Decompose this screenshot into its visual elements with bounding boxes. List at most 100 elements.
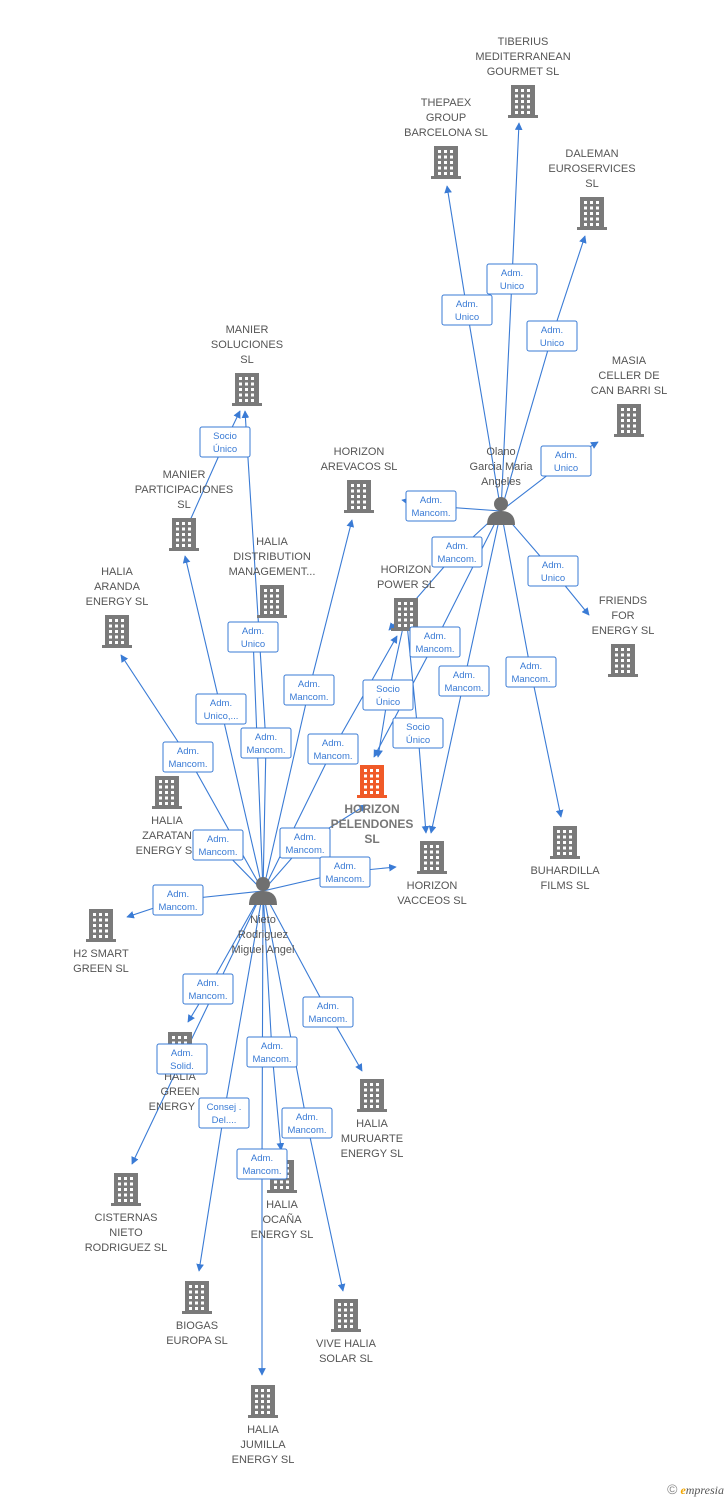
node-label-line: ENERGY SL [251, 1229, 314, 1241]
node-label-line: HALIA [256, 536, 288, 548]
edge-label[interactable]: Adm.Mancom. [283, 674, 335, 706]
edge-label-text: Mancom. [287, 1125, 326, 1136]
edge-label[interactable]: Adm.Unico [227, 621, 279, 653]
company-node-aranda[interactable]: HALIA ARANDA ENERGY SL [86, 566, 149, 648]
edge-label[interactable]: Adm.Mancom. [505, 656, 557, 688]
node-label-line: Garcia Maria [470, 461, 534, 473]
node-label-line: CAN BARRI SL [591, 385, 667, 397]
edge-label-text: Mancom. [198, 847, 237, 858]
edge-label[interactable]: Adm.Mancom. [246, 1036, 298, 1068]
edge-label-text: Adm. [207, 834, 229, 845]
edge-label[interactable]: Adm.Mancom. [302, 996, 354, 1028]
edge-label-text: Mancom. [188, 991, 227, 1002]
edge-label-text: Adm. [210, 698, 232, 709]
node-label-line: Angeles [481, 476, 521, 488]
building-icon [608, 644, 638, 677]
node-label-line: AREVACOS SL [321, 461, 398, 473]
company-node-vive[interactable]: VIVE HALIA SOLAR SL [316, 1299, 377, 1365]
edge-label[interactable]: Adm.Unico [486, 263, 538, 295]
edge-label[interactable]: Adm.Mancom. [236, 1148, 288, 1180]
edge-label[interactable]: Adm.Mancom. [240, 727, 292, 759]
node-label-line: ZARATAN [142, 830, 192, 842]
edge-label-box [198, 1097, 250, 1129]
edge-label-box [246, 1036, 298, 1068]
building-icon [357, 765, 387, 798]
edge-label[interactable]: Adm.Mancom. [182, 973, 234, 1005]
node-label-line: VIVE HALIA [316, 1338, 377, 1350]
edge-label[interactable]: Adm. Mancom. [192, 829, 244, 861]
edge-label-text: Mancom. [242, 1166, 281, 1177]
node-label-line: ENERGY SL [592, 625, 655, 637]
edge-label[interactable]: Adm.Mancom. [152, 884, 204, 916]
edge-label-box [409, 626, 461, 658]
edge-label[interactable]: Adm.Mancom. [409, 626, 461, 658]
edge-label-text: Adm. [167, 889, 189, 900]
edge-label[interactable]: Adm.Mancom. [162, 741, 214, 773]
edge-label[interactable]: Consej .Del.... [198, 1097, 250, 1129]
edge-label[interactable]: Adm.Mancom. [431, 536, 483, 568]
edge-label-text: Mancom. [411, 508, 450, 519]
edge-label[interactable]: Adm.Mancom. [307, 733, 359, 765]
company-node-power[interactable]: HORIZON POWER SL [377, 564, 435, 631]
edge-label[interactable]: Adm.Mancom. [319, 856, 371, 888]
edge-label[interactable]: Adm.Mancom. [438, 665, 490, 697]
building-icon [111, 1173, 141, 1206]
edge-label-box [527, 555, 579, 587]
edge-label[interactable]: Adm.Mancom. [405, 490, 457, 522]
footer-brand[interactable]: ©empresia [667, 1481, 724, 1498]
edge-label-text: Adm. [334, 861, 356, 872]
edge-label[interactable]: Adm.Unico,... [195, 693, 247, 725]
node-label-line: SOLAR SL [319, 1353, 373, 1365]
node-label-line: GROUP [426, 112, 466, 124]
node-label-line: HORIZON [381, 564, 432, 576]
edge-label-text: Solid. [170, 1061, 194, 1072]
node-label-line: ARANDA [94, 581, 141, 593]
edge-label[interactable]: Adm.Unico [527, 555, 579, 587]
node-label-line: HALIA [101, 566, 133, 578]
edge-label-box [392, 717, 444, 749]
edge-label-text: Mancom. [252, 1054, 291, 1065]
edge-label[interactable]: Adm.Solid. [156, 1043, 208, 1075]
company-node-halia_dist[interactable]: HALIADISTRIBUTIONMANAGEMENT... [229, 536, 316, 618]
edge-label-text: Adm. [317, 1001, 339, 1012]
node-label-line: CELLER DE [598, 370, 659, 382]
edge-label[interactable]: Adm.Unico [526, 320, 578, 352]
edge-label[interactable]: Adm.Unico [540, 445, 592, 477]
node-label-line: BIOGAS [176, 1320, 218, 1332]
node-label-line: ENERGY SL [86, 596, 149, 608]
edge-label[interactable]: Adm.Mancom. [279, 827, 331, 859]
node-label-line: MANAGEMENT... [229, 566, 316, 578]
building-icon [169, 518, 199, 551]
edge-label[interactable]: Adm.Unico [441, 294, 493, 326]
node-label-line: HALIA [151, 815, 183, 827]
edge-label[interactable]: Adm.Mancom. [281, 1107, 333, 1139]
node-label-line: Nieto [250, 914, 276, 926]
node-label-line: POWER SL [377, 579, 435, 591]
node-label-line: GREEN [160, 1086, 199, 1098]
edge-label-text: Adm. [177, 746, 199, 757]
edge-label-text: Unico [241, 639, 265, 650]
